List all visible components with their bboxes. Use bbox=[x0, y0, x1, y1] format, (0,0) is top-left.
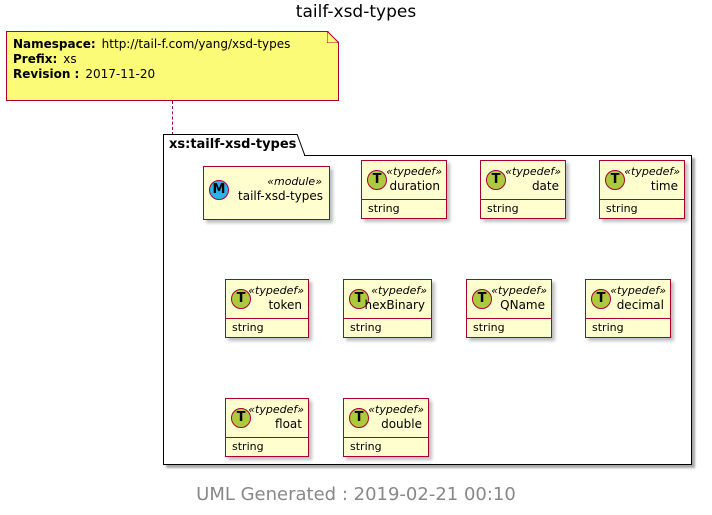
revision-value: 2017-11-20 bbox=[85, 67, 156, 81]
generated-footer: UML Generated : 2019-02-21 00:10 bbox=[196, 484, 516, 505]
typedef-name: duration bbox=[389, 179, 441, 193]
typedef-type: string bbox=[226, 318, 308, 336]
typedef-type: string bbox=[362, 199, 446, 217]
typedef-icon: T bbox=[349, 289, 369, 309]
typedef-stereotype: «typedef» bbox=[248, 284, 304, 297]
namespace-value: http://tail-f.com/yang/xsd-types bbox=[101, 37, 291, 51]
note-fold-icon bbox=[327, 31, 339, 43]
typedef-icon: T bbox=[231, 289, 251, 309]
typedef-name: token bbox=[268, 298, 302, 312]
module-name: tailf-xsd-types bbox=[238, 189, 323, 203]
note-connector bbox=[172, 101, 173, 135]
typedef-icon: T bbox=[591, 289, 611, 309]
module-info-note: Namespace: http://tail-f.com/yang/xsd-typ… bbox=[6, 31, 339, 101]
typedef-name: double bbox=[381, 417, 422, 431]
module-icon: M bbox=[209, 180, 229, 200]
typedef-name: float bbox=[275, 417, 302, 431]
revision-label: Revision : bbox=[13, 67, 80, 81]
typedef-icon: T bbox=[349, 408, 369, 428]
typedef-type: string bbox=[586, 318, 670, 336]
diagram-title: tailf-xsd-types bbox=[295, 2, 417, 22]
typedef-type: string bbox=[344, 318, 431, 336]
package-label: xs:tailf-xsd-types bbox=[163, 134, 305, 156]
typedef-type: string bbox=[600, 199, 684, 217]
typedef-name: time bbox=[650, 179, 678, 193]
prefix-label: Prefix: bbox=[13, 52, 58, 66]
module-class-box[interactable]: M «module» tailf-xsd-types bbox=[203, 166, 330, 220]
typedef-type: string bbox=[467, 318, 551, 336]
prefix-value: xs bbox=[63, 52, 77, 66]
typedef-type: string bbox=[481, 199, 565, 217]
typedef-type: string bbox=[226, 437, 308, 455]
typedef-box-duration[interactable]: T «typedef» duration string bbox=[361, 160, 447, 219]
package-tab-edge bbox=[296, 134, 306, 156]
typedef-box-double[interactable]: T «typedef» double string bbox=[343, 398, 429, 457]
typedef-stereotype: «typedef» bbox=[610, 284, 666, 297]
typedef-box-hexbinary[interactable]: T «typedef» hexBinary string bbox=[343, 279, 432, 338]
typedef-type: string bbox=[344, 437, 428, 455]
typedef-name: date bbox=[531, 179, 559, 193]
typedef-box-token[interactable]: T «typedef» token string bbox=[225, 279, 309, 338]
typedef-name: QName bbox=[500, 298, 545, 312]
typedef-stereotype: «typedef» bbox=[368, 403, 424, 416]
typedef-name: decimal bbox=[616, 298, 664, 312]
module-stereotype: «module» bbox=[267, 175, 322, 188]
typedef-stereotype: «typedef» bbox=[624, 165, 680, 178]
typedef-stereotype: «typedef» bbox=[505, 165, 561, 178]
typedef-box-qname[interactable]: T «typedef» QName string bbox=[466, 279, 552, 338]
typedef-stereotype: «typedef» bbox=[491, 284, 547, 297]
typedef-box-decimal[interactable]: T «typedef» decimal string bbox=[585, 279, 671, 338]
typedef-icon: T bbox=[472, 289, 492, 309]
typedef-icon: T bbox=[367, 170, 387, 190]
typedef-stereotype: «typedef» bbox=[248, 403, 304, 416]
typedef-box-time[interactable]: T «typedef» time string bbox=[599, 160, 685, 219]
typedef-icon: T bbox=[605, 170, 625, 190]
typedef-icon: T bbox=[486, 170, 506, 190]
typedef-stereotype: «typedef» bbox=[371, 284, 427, 297]
typedef-name: hexBinary bbox=[364, 298, 425, 312]
typedef-box-date[interactable]: T «typedef» date string bbox=[480, 160, 566, 219]
typedef-icon: T bbox=[231, 408, 251, 428]
typedef-stereotype: «typedef» bbox=[386, 165, 442, 178]
namespace-label: Namespace: bbox=[13, 37, 96, 51]
typedef-box-float[interactable]: T «typedef» float string bbox=[225, 398, 309, 457]
